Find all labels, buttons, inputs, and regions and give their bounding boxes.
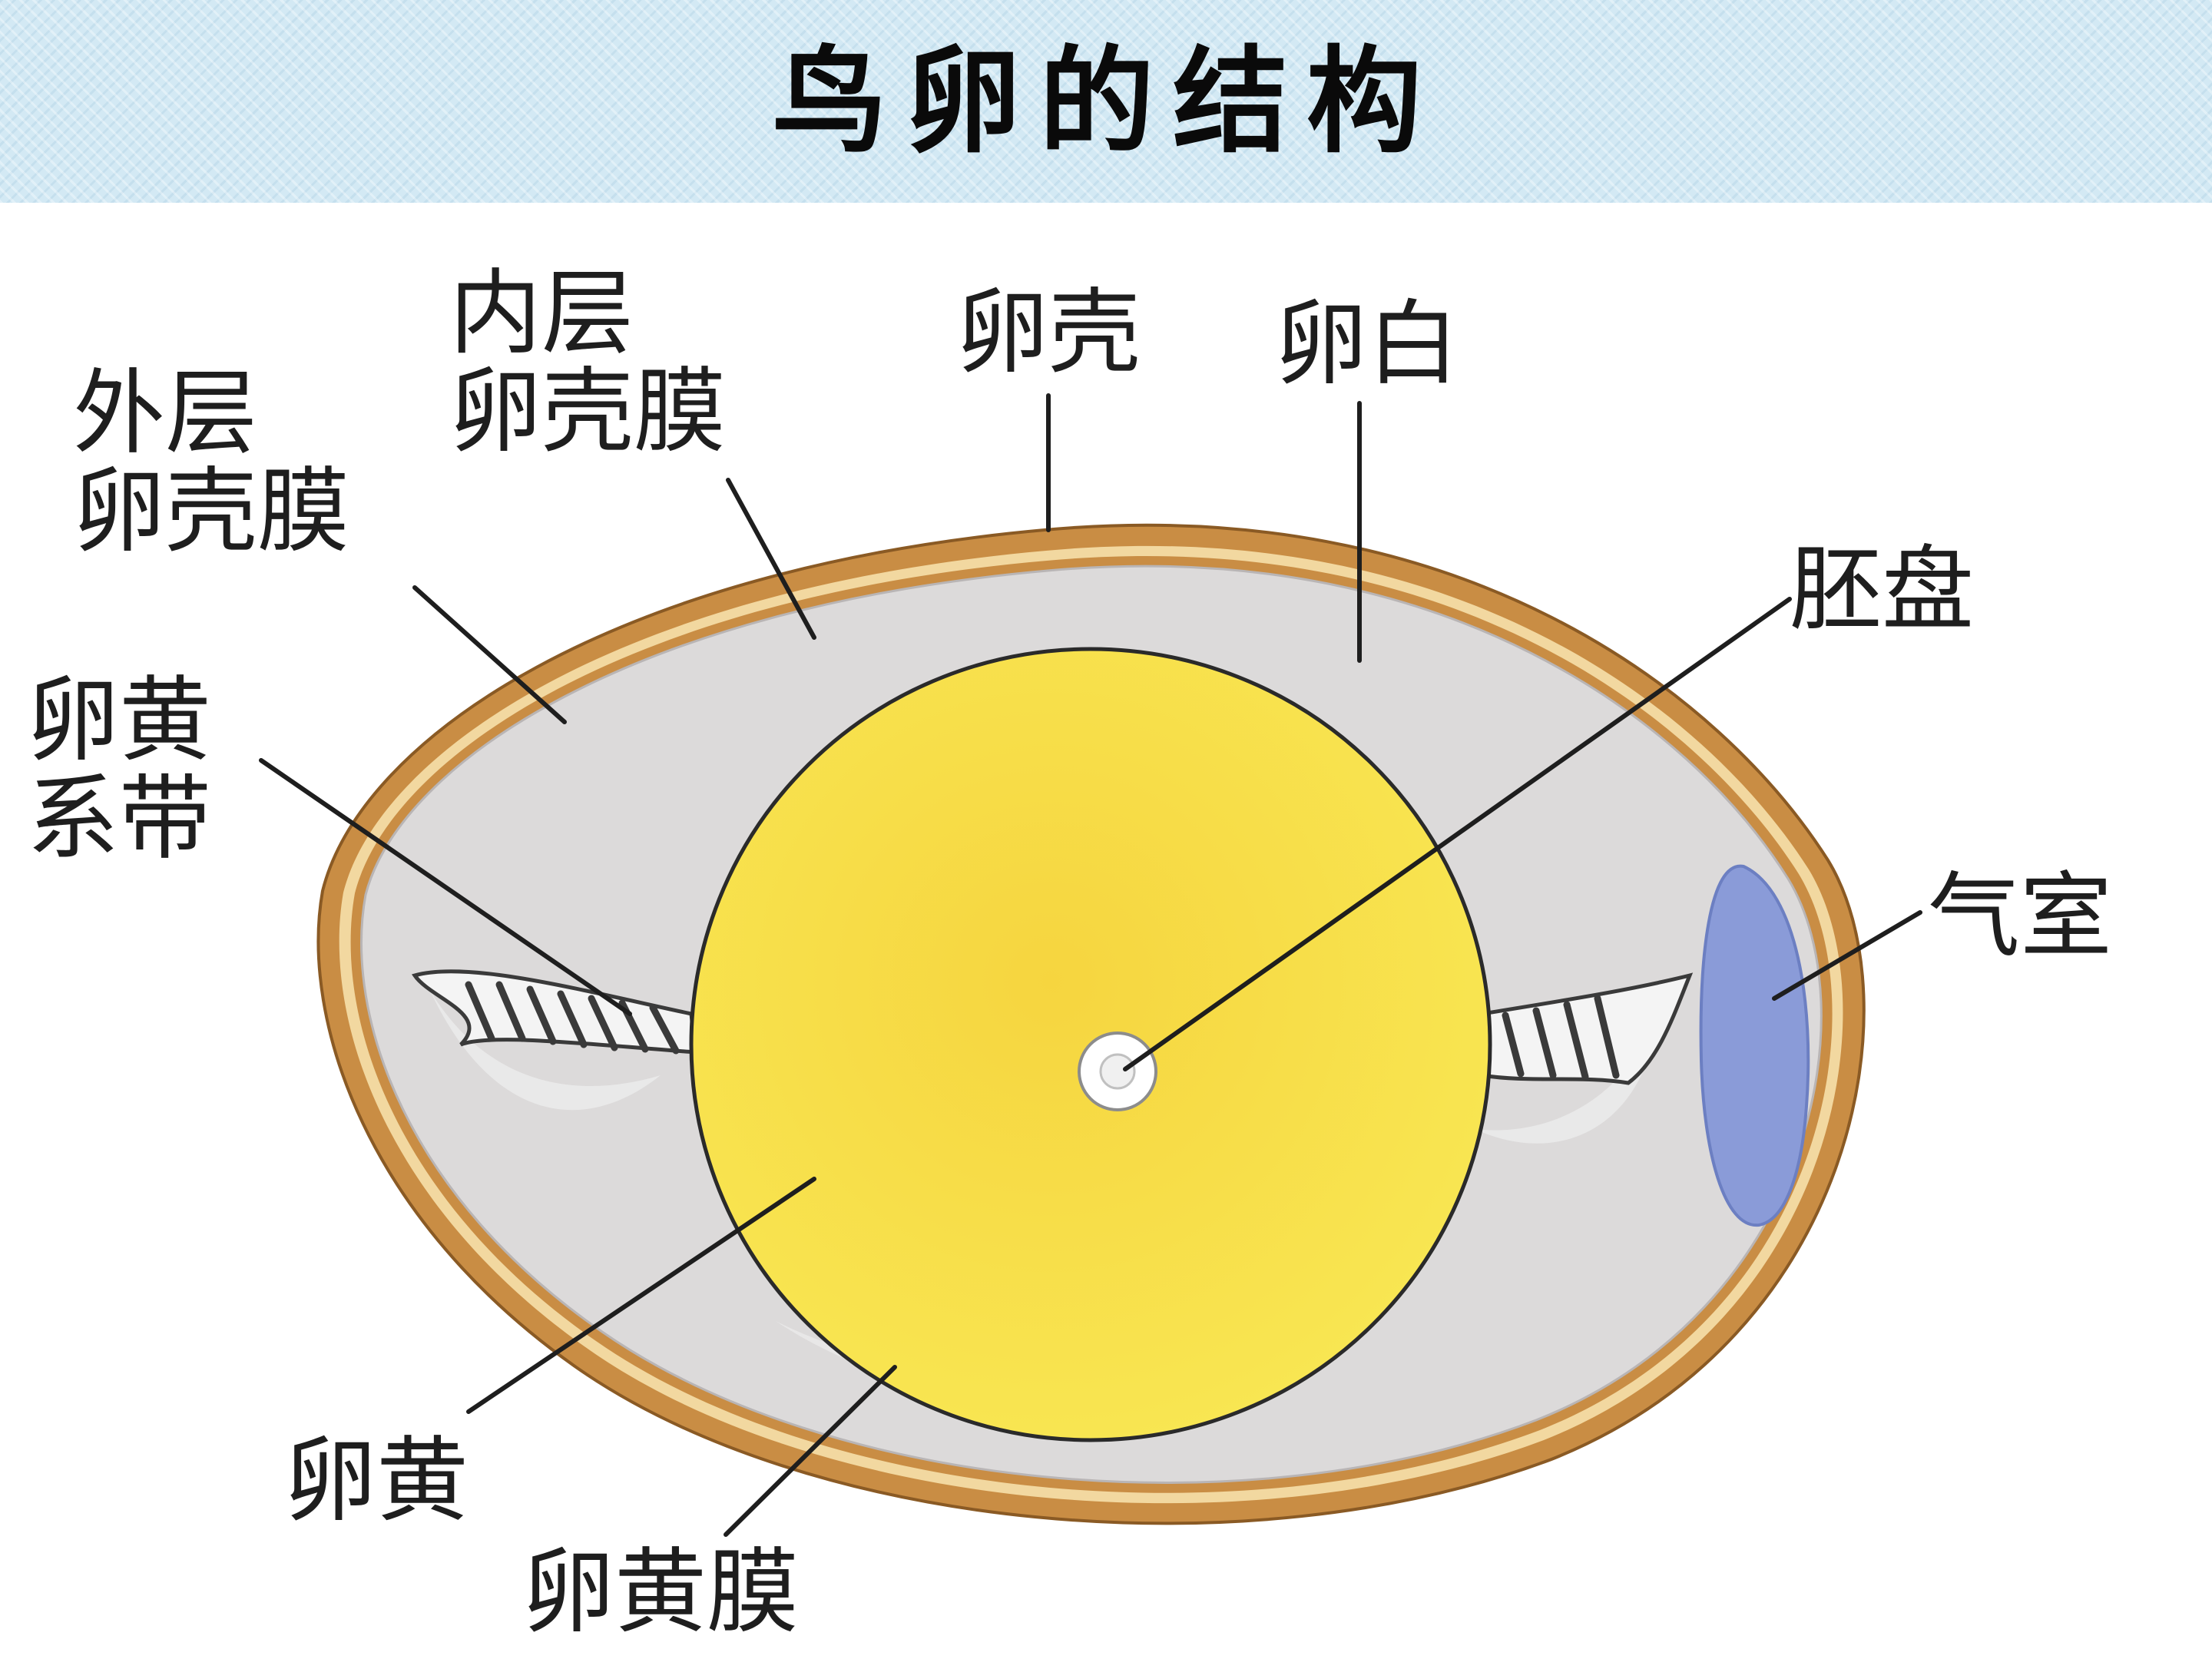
label-yolk-membrane: 卵黄膜 [522, 1539, 799, 1646]
leader-chalaza [259, 758, 632, 1016]
chalaza-left [412, 969, 697, 1055]
page-title: 鸟卵的结构 [771, 34, 1440, 169]
leader-air-cell [1772, 910, 1922, 1001]
label-albumen: 卵白 [1275, 291, 1459, 398]
leader-yolk [466, 1177, 816, 1414]
leader-inner-membrane [726, 478, 816, 640]
label-germinal-disc: 胚盘 [1790, 537, 1974, 644]
label-outer-shell-membrane: 外层 卵壳膜 [73, 360, 349, 565]
header-band [0, 0, 2212, 203]
label-air-cell: 气室 [1928, 863, 2112, 970]
leader-germinal-disc [1123, 597, 1792, 1071]
leader-outer-membrane [412, 585, 567, 724]
label-shell: 卵壳 [956, 280, 1141, 386]
label-chalaza: 卵黄 系带 [27, 667, 211, 873]
leader-yolk-membrane [724, 1365, 897, 1537]
chalaza-right [1480, 972, 1694, 1085]
label-inner-shell-membrane: 内层 卵壳膜 [449, 260, 726, 465]
air-cell [1699, 864, 1810, 1227]
label-yolk: 卵黄 [284, 1428, 469, 1535]
